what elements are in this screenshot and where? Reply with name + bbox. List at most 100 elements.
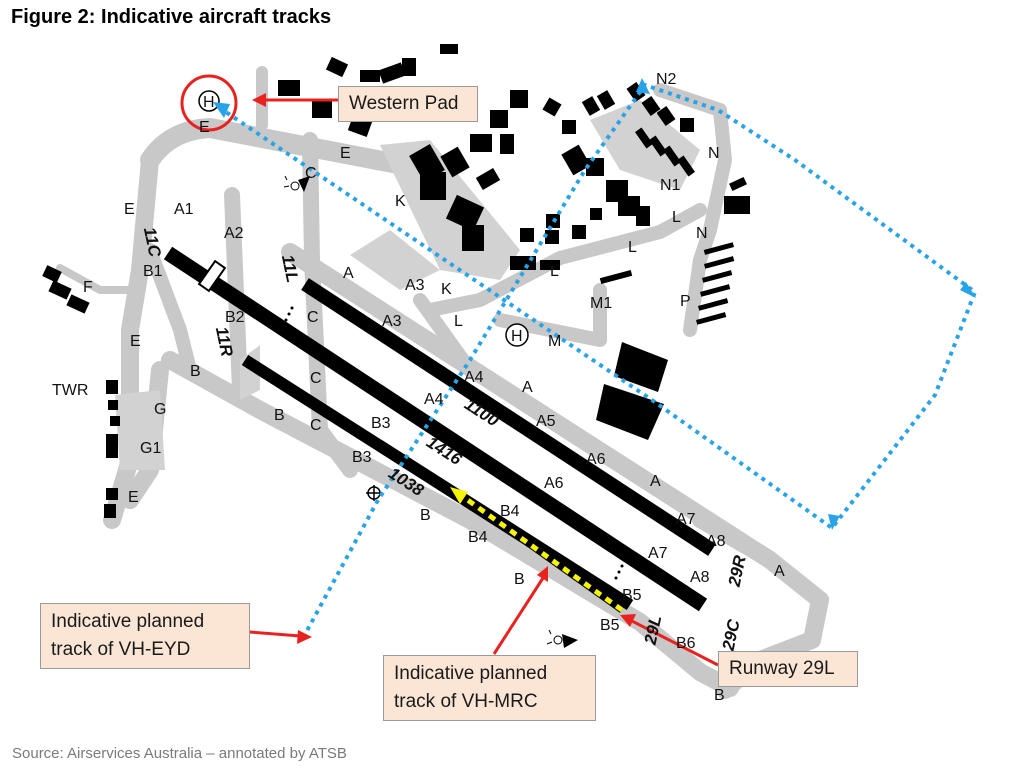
callout-vh-mrc-line1: Indicative planned (394, 663, 548, 684)
label-g: G (154, 401, 166, 418)
label-b: B (420, 507, 431, 524)
track-eyd-arrowhead-pad (213, 102, 230, 118)
label-b5: B5 (600, 617, 620, 634)
western-pad-helipad: H (198, 90, 220, 112)
label-a: A (774, 563, 785, 580)
label-l: L (628, 239, 637, 256)
label-a4: A4 (464, 369, 484, 386)
label-k: K (395, 193, 406, 210)
label-l: L (454, 313, 463, 330)
track-mrc-arrowhead (450, 487, 468, 504)
label-a8: A8 (706, 533, 726, 550)
label-b4: B4 (500, 503, 520, 520)
taxiway-network (56, 66, 829, 699)
label-b2: B2 (225, 309, 245, 326)
apron-centre (350, 230, 440, 290)
apron-south (240, 345, 260, 400)
apron-twr (115, 390, 165, 470)
track-eyd-arrowhead-north (636, 78, 650, 94)
label-a: A (650, 473, 661, 490)
taxiway-l (423, 203, 707, 317)
callout-runway-29l: Runway 29L (718, 651, 858, 687)
runway-11c-29c (163, 246, 708, 612)
label-n: N (708, 145, 720, 162)
label-b6: B6 (676, 635, 696, 652)
label-e: E (124, 201, 135, 218)
figure-title: Figure 2: Indicative aircraft tracks (11, 6, 332, 28)
label-e: E (128, 489, 139, 506)
label-29c: 29C (718, 617, 743, 653)
label-a: A (522, 379, 533, 396)
label-b: B (190, 363, 201, 380)
callout-vh-eyd-line1: Indicative planned (51, 611, 205, 632)
runway-11l-29r (301, 278, 716, 556)
taxiway-a4-link (413, 293, 477, 377)
label-a7: A7 (648, 545, 668, 562)
label-n: N (696, 225, 708, 242)
track-eyd-arrowhead-south (828, 514, 840, 530)
label-c: C (305, 165, 317, 182)
label-a1: A1 (174, 201, 194, 218)
label-b: B (274, 407, 285, 424)
label-a6: A6 (586, 451, 606, 468)
label-b5: B5 (622, 587, 642, 604)
label-c: C (310, 370, 322, 387)
annotation-arrows (249, 93, 719, 667)
label-e: E (199, 119, 210, 136)
label-b: B (714, 687, 725, 704)
track-vh-mrc-dashes (460, 493, 624, 613)
label-k: K (441, 281, 452, 298)
svg-text:H: H (511, 328, 523, 345)
label-a2: A2 (224, 225, 244, 242)
label-a3: A3 (382, 313, 402, 330)
svg-text:H: H (203, 94, 215, 111)
label-c: C (307, 309, 319, 326)
callout-vh-mrc: Indicative planned track of VH-MRC (383, 655, 596, 721)
label-c: C (310, 417, 322, 434)
taxiway-b1 (143, 243, 197, 377)
central-helipad: H (505, 323, 529, 347)
runway-11r-29l (241, 354, 634, 611)
label-29r: 29R (724, 553, 749, 589)
navaid-icon (366, 485, 382, 501)
callout-western-pad: Western Pad (338, 86, 478, 122)
label-l: L (672, 209, 681, 226)
wind-indicator-south-icon (546, 629, 578, 648)
callout-vh-eyd: Indicative planned track of VH-EYD (40, 603, 250, 669)
runways (163, 246, 716, 612)
label-b1: B1 (143, 263, 163, 280)
label-a8: A8 (690, 569, 710, 586)
label-m1: M1 (590, 295, 612, 312)
label-e: E (340, 145, 351, 162)
taxiway-n (653, 83, 732, 337)
taxiway-f (56, 264, 134, 294)
label-a6: A6 (544, 475, 564, 492)
runway-hold-marks (284, 306, 624, 580)
taxiway-b-parallel (161, 351, 739, 697)
label-a7: A7 (676, 511, 696, 528)
callout-runway-29l-text: Runway 29L (729, 658, 835, 679)
label-b3: B3 (352, 449, 372, 466)
track-eyd-arrowhead-east (960, 282, 976, 298)
wind-indicator-icon (283, 175, 310, 192)
label-b: B (514, 571, 525, 588)
label-p: P (680, 293, 691, 310)
figure-source: Source: Airservices Australia – annotate… (12, 745, 347, 762)
taxiway-a8-loop (692, 512, 778, 568)
label-a: A (343, 265, 354, 282)
label-g1: G1 (140, 440, 161, 457)
taxiway-labels: E E E E E C C C C K K A1 A2 A A3 A3 L B1… (52, 71, 785, 704)
taxiway-m (493, 283, 607, 347)
label-m: M (548, 333, 561, 350)
label-n1: N1 (660, 177, 681, 194)
label-n2: N2 (656, 71, 677, 88)
western-pad-highlight (180, 74, 238, 132)
label-b4: B4 (468, 529, 488, 546)
label-b3: B3 (371, 415, 391, 432)
label-f: F (83, 279, 93, 296)
label-l: L (550, 263, 559, 280)
callout-vh-eyd-line2: track of VH-EYD (51, 639, 191, 660)
callout-western-pad-text: Western Pad (349, 93, 459, 114)
taxiway-e-west (103, 151, 159, 529)
